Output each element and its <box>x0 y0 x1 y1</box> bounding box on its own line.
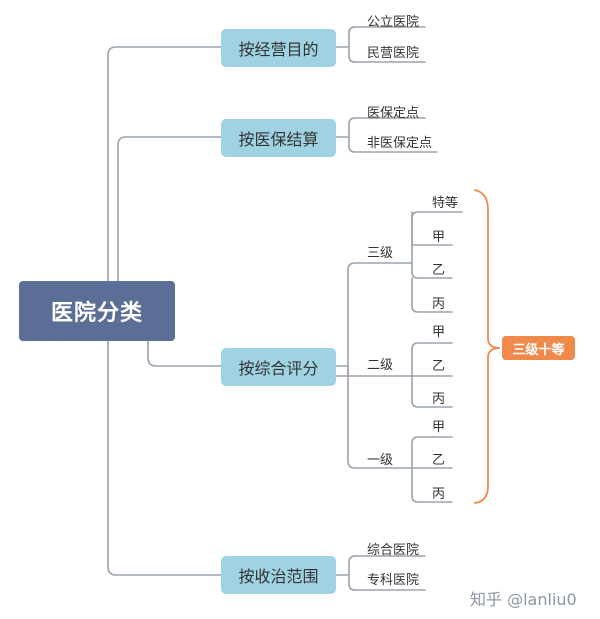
connector-leaf <box>348 46 426 63</box>
category-comprehensive-rating[interactable]: 按综合评分 <box>221 348 336 386</box>
level-two[interactable]: 二级 <box>367 358 394 373</box>
connector-level <box>347 365 413 469</box>
connector-leaf <box>348 117 426 138</box>
connector-leaf <box>348 574 426 591</box>
level-one[interactable]: 一级 <box>367 453 394 468</box>
grade-c[interactable]: 丙 <box>432 297 446 312</box>
grade-b[interactable]: 乙 <box>432 359 446 374</box>
grade-b[interactable]: 乙 <box>432 453 446 468</box>
bracket <box>473 189 501 504</box>
category-operating-purpose[interactable]: 按经营目的 <box>221 29 336 67</box>
connector-root-cat4 <box>107 340 222 576</box>
grade-a[interactable]: 甲 <box>432 325 446 340</box>
connector-leaf <box>348 136 438 153</box>
level-three[interactable]: 三级 <box>367 246 394 261</box>
connector-root-cat1 <box>107 46 222 282</box>
connector-root-cat2 <box>117 136 222 282</box>
grade-b[interactable]: 乙 <box>432 263 446 278</box>
grade-a[interactable]: 甲 <box>432 420 446 435</box>
category-insurance-settlement[interactable]: 按医保结算 <box>221 119 336 157</box>
grade-a[interactable]: 甲 <box>432 230 446 245</box>
leaf-non-insurance-designated[interactable]: 非医保定点 <box>367 136 433 151</box>
leaf-insurance-designated[interactable]: 医保定点 <box>367 106 420 121</box>
grade-special[interactable]: 特等 <box>432 196 459 211</box>
grade-c[interactable]: 丙 <box>432 487 446 502</box>
leaf-private-hospital[interactable]: 民营医院 <box>367 46 420 61</box>
leaf-specialty-hospital[interactable]: 专科医院 <box>367 573 420 588</box>
leaf-public-hospital[interactable]: 公立医院 <box>367 15 420 30</box>
watermark: 知乎 @lanliu0 <box>470 590 577 609</box>
connector-leaf <box>348 555 426 576</box>
connector-leaf <box>348 26 426 48</box>
connector-root-cat3 <box>147 340 222 367</box>
badge-three-levels-ten-grades[interactable]: 三级十等 <box>502 336 575 360</box>
connector-level <box>347 262 413 367</box>
grade-c[interactable]: 丙 <box>432 392 446 407</box>
root-node[interactable]: 医院分类 <box>19 281 175 341</box>
leaf-general-hospital[interactable]: 综合医院 <box>367 543 420 558</box>
category-admission-scope[interactable]: 按收治范围 <box>221 556 336 594</box>
